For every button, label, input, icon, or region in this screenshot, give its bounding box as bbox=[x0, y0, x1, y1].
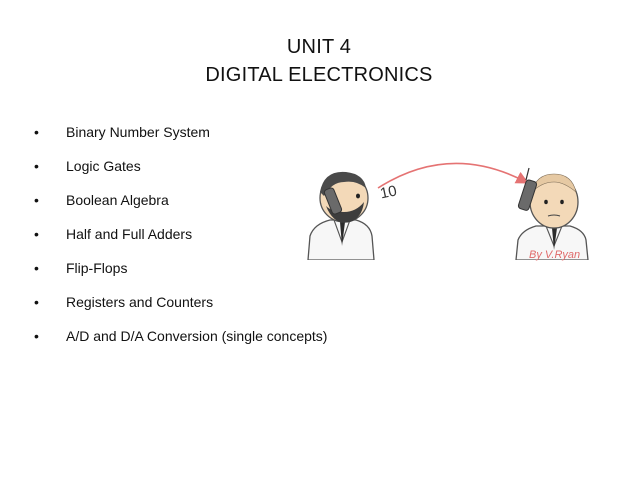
bullet-icon: • bbox=[34, 158, 39, 174]
illustration-credit: By V.Ryan bbox=[529, 249, 581, 261]
transmission-arrow bbox=[377, 162, 529, 189]
list-item: • A/D and D/A Conversion (single concepts… bbox=[34, 325, 327, 359]
bullet-icon: • bbox=[34, 294, 39, 310]
list-item: • Binary Number System bbox=[34, 121, 327, 155]
bullet-icon: • bbox=[34, 226, 39, 242]
receiver-person bbox=[515, 167, 589, 260]
title-line-topic: DIGITAL ELECTRONICS bbox=[205, 64, 433, 86]
list-item-label: A/D and D/A Conversion (single concepts) bbox=[66, 328, 328, 344]
slide-title: UNIT 4 DIGITAL ELECTRONICS bbox=[0, 33, 638, 89]
sender-person bbox=[307, 171, 375, 260]
binary-transmission-illustration: 10 bbox=[307, 162, 589, 260]
topic-list: • Binary Number System • Logic Gates • Bool… bbox=[34, 121, 327, 359]
list-item: • Flip-Flops bbox=[34, 257, 327, 291]
bullet-icon: • bbox=[34, 192, 39, 208]
list-item-label: Logic Gates bbox=[66, 158, 141, 174]
list-item-label: Registers and Counters bbox=[66, 294, 214, 310]
list-item: • Boolean Algebra bbox=[34, 189, 327, 223]
title-line-unit: UNIT 4 bbox=[286, 36, 352, 58]
bullet-icon: • bbox=[34, 328, 39, 344]
bits-label: 10 bbox=[379, 182, 399, 202]
bullet-icon: • bbox=[34, 124, 39, 140]
list-item: • Registers and Counters bbox=[34, 291, 327, 325]
list-item-label: Boolean Algebra bbox=[66, 192, 169, 208]
list-item: • Half and Full Adders bbox=[34, 223, 327, 257]
bullet-icon: • bbox=[34, 260, 39, 276]
list-item-label: Flip-Flops bbox=[66, 260, 128, 276]
list-item-label: Binary Number System bbox=[66, 124, 210, 140]
list-item: • Logic Gates bbox=[34, 155, 327, 189]
list-item-label: Half and Full Adders bbox=[66, 226, 193, 242]
